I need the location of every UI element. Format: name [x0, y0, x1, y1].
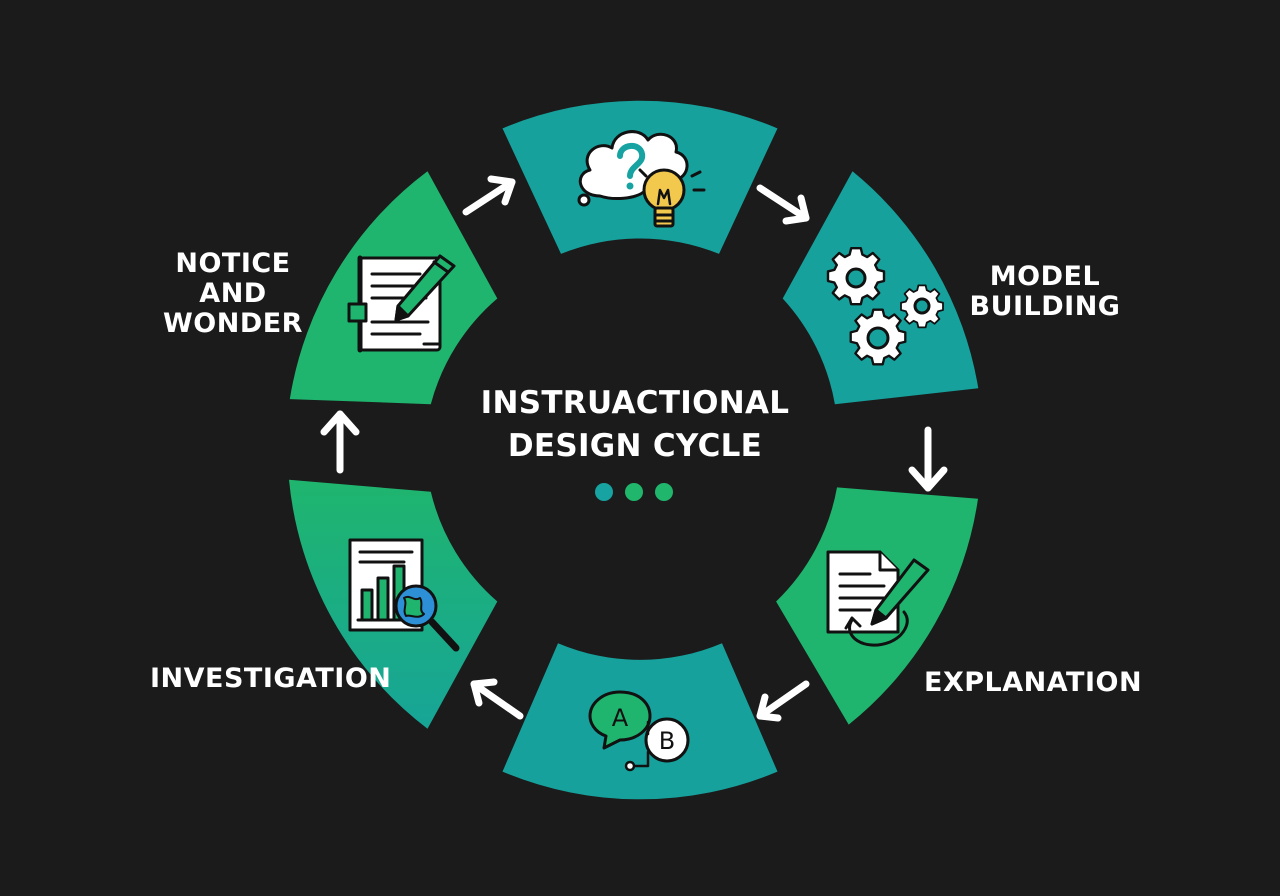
dot-teal: [595, 483, 613, 501]
arrow-to-investigation: [470, 678, 524, 720]
document-pencil-icon: [826, 550, 930, 647]
gears-icon: [826, 246, 944, 366]
stage-label-model-building: MODEL BUILDING: [969, 261, 1121, 322]
question-lightbulb-icon: [577, 130, 706, 228]
stage-label-notice-wonder: NOTICE AND WONDER: [163, 248, 303, 339]
arrow-to-question: [462, 175, 516, 216]
ab-speech-icon: A B: [588, 690, 690, 772]
arrow-to-notice: [320, 410, 360, 474]
segment-model-building: [782, 171, 979, 405]
arrow-to-explanation: [908, 426, 948, 492]
chart-magnifier-icon: [348, 538, 460, 652]
notes-pencil-icon: [347, 254, 456, 353]
arrow-to-discussion: [756, 680, 810, 722]
dot-green-2: [655, 483, 673, 501]
stage-label-explanation: EXPLANATION: [924, 667, 1143, 698]
svg-text:A: A: [612, 704, 629, 732]
arrow-to-model: [756, 184, 810, 225]
dot-green-1: [625, 483, 643, 501]
diagram-title: INSTRUACTIONAL DESIGN CYCLE: [480, 385, 790, 464]
center-dots: [595, 483, 673, 501]
svg-text:B: B: [659, 727, 675, 755]
stage-label-investigation: INVESTIGATION: [150, 663, 392, 694]
